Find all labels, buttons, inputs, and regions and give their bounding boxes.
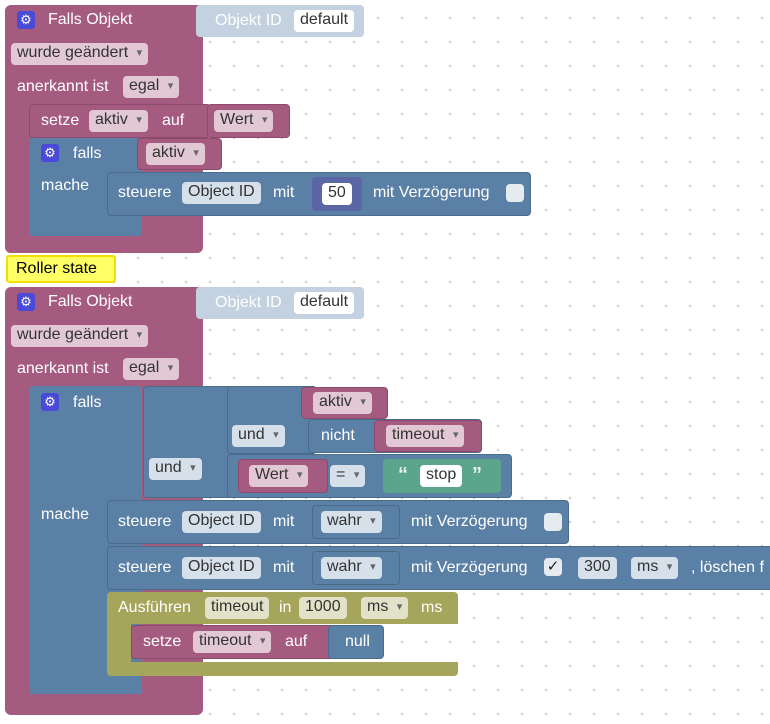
timeout-unit-label: ms [421, 599, 443, 616]
timeout-name-field[interactable]: timeout [205, 597, 270, 619]
timeout-variable-dropdown[interactable]: timeout [386, 425, 465, 447]
set-variable-dropdown[interactable]: timeout [193, 631, 272, 653]
timeout-block-footer [107, 662, 458, 676]
open-quote-icon: “ [398, 464, 408, 486]
aktiv-variable-dropdown[interactable]: aktiv [313, 392, 372, 414]
timeout-unit-dropdown[interactable]: ms [361, 597, 409, 619]
compare-operator-dropdown[interactable]: = [330, 465, 366, 487]
checkbox-icon[interactable] [544, 513, 562, 531]
boolean-dropdown[interactable]: wahr [321, 511, 382, 533]
delay-unit-dropdown[interactable]: ms [631, 557, 679, 579]
comment-block[interactable] [6, 255, 116, 283]
and-block-outer[interactable] [143, 386, 233, 498]
trigger-dropdown[interactable]: wurde geändert [11, 43, 149, 65]
not-label: nicht [321, 427, 355, 444]
if-label: falls [73, 145, 102, 162]
wert-variable-dropdown[interactable]: Wert [249, 465, 309, 487]
object-id-value[interactable]: default [294, 292, 355, 314]
string-value[interactable]: stop [420, 465, 463, 487]
delay-label: mit Verzögerung [411, 513, 528, 530]
checkbox-icon[interactable]: ✓ [544, 558, 562, 576]
gear-icon[interactable]: ⚙ [17, 11, 35, 29]
boolean-dropdown[interactable]: wahr [321, 557, 382, 579]
ack-label: anerkannt ist [17, 360, 109, 377]
exec-label: Ausführen [118, 599, 191, 616]
object-id-label: Objekt ID [215, 294, 282, 311]
gear-icon[interactable]: ⚙ [41, 393, 59, 411]
close-quote-icon: ” [472, 464, 482, 486]
delay-label: mit Verzögerung [373, 184, 490, 201]
delay-value[interactable]: 300 [578, 557, 617, 579]
set-variable-dropdown[interactable]: aktiv [89, 110, 148, 132]
trigger-dropdown[interactable]: wurde geändert [11, 325, 149, 347]
gear-icon[interactable]: ⚙ [17, 293, 35, 311]
condition-variable-dropdown[interactable]: aktiv [146, 143, 205, 165]
ack-dropdown[interactable]: egal [123, 76, 180, 98]
control-with-label: mit [273, 184, 295, 201]
checkbox-icon[interactable] [506, 184, 524, 202]
set-label: setze [143, 633, 182, 650]
delay-label: mit Verzögerung [411, 559, 528, 576]
control-object-id[interactable]: Object ID [182, 557, 261, 579]
control-with-label: mit [273, 559, 295, 576]
ack-label: anerkannt ist [17, 78, 109, 95]
value-dropdown[interactable]: Wert [214, 110, 274, 132]
comment-text: Roller state [16, 260, 97, 277]
event-block-1-footer [5, 236, 203, 253]
control-label: steuere [118, 559, 172, 576]
and-operator-inner[interactable]: und [232, 425, 285, 447]
number-value[interactable]: 50 [322, 183, 352, 205]
clear-label: , löschen f [691, 559, 764, 576]
set-label: setze [41, 112, 80, 129]
control-object-id[interactable]: Object ID [182, 511, 261, 533]
event-header-label: Falls Objekt [48, 293, 133, 310]
timeout-value-field[interactable]: 1000 [299, 597, 347, 619]
do-label: mache [41, 506, 90, 523]
and-operator-outer[interactable]: und [149, 458, 202, 480]
set-to-label: auf [162, 112, 185, 129]
set-to-label: auf [285, 633, 308, 650]
control-label: steuere [118, 184, 172, 201]
control-object-id[interactable]: Object ID [182, 182, 261, 204]
do-label: mache [41, 177, 90, 194]
gear-icon[interactable]: ⚙ [41, 144, 59, 162]
object-id-value[interactable]: default [294, 10, 355, 32]
in-label: in [279, 599, 292, 616]
if-label: falls [73, 394, 102, 411]
null-block[interactable] [328, 625, 384, 659]
event-header-label: Falls Objekt [48, 11, 133, 28]
control-with-label: mit [273, 513, 295, 530]
if-block-footer [29, 686, 142, 694]
control-label: steuere [118, 513, 172, 530]
ack-dropdown[interactable]: egal [123, 358, 180, 380]
object-id-label: Objekt ID [215, 12, 282, 29]
null-label: null [345, 633, 370, 650]
